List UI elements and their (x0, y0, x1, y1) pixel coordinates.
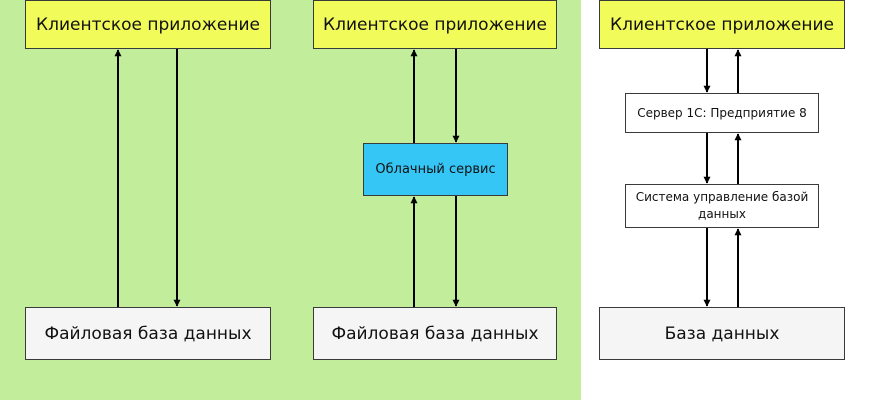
dbms-label: Система управление базой данных (635, 190, 809, 221)
client-server-database-label: База данных (664, 323, 780, 344)
client-server-client-app-label: Клиентское приложение (610, 14, 834, 35)
cloud-service-label: Облачный сервис (375, 162, 496, 177)
cloud-mode-client-app-box: Клиентское приложение (313, 0, 557, 49)
client-server-client-app-box: Клиентское приложение (599, 0, 845, 49)
file-mode-database-box: Файловая база данных (25, 307, 271, 360)
app-server-label: Сервер 1С: Предприятие 8 (637, 105, 807, 120)
cloud-mode-database-box: Файловая база данных (313, 307, 557, 360)
cloud-mode-client-app-label: Клиентское приложение (323, 14, 547, 35)
client-server-database-box: База данных (599, 307, 845, 360)
cloud-mode-database-label: Файловая база данных (331, 323, 539, 344)
app-server-box: Сервер 1С: Предприятие 8 (625, 93, 819, 133)
cloud-service-box: Облачный сервис (363, 143, 508, 196)
file-mode-client-app-label: Клиентское приложение (36, 14, 260, 35)
file-mode-database-label: Файловая база данных (44, 323, 252, 344)
dbms-box: Система управление базой данных (625, 184, 819, 228)
file-mode-client-app-box: Клиентское приложение (25, 0, 271, 49)
